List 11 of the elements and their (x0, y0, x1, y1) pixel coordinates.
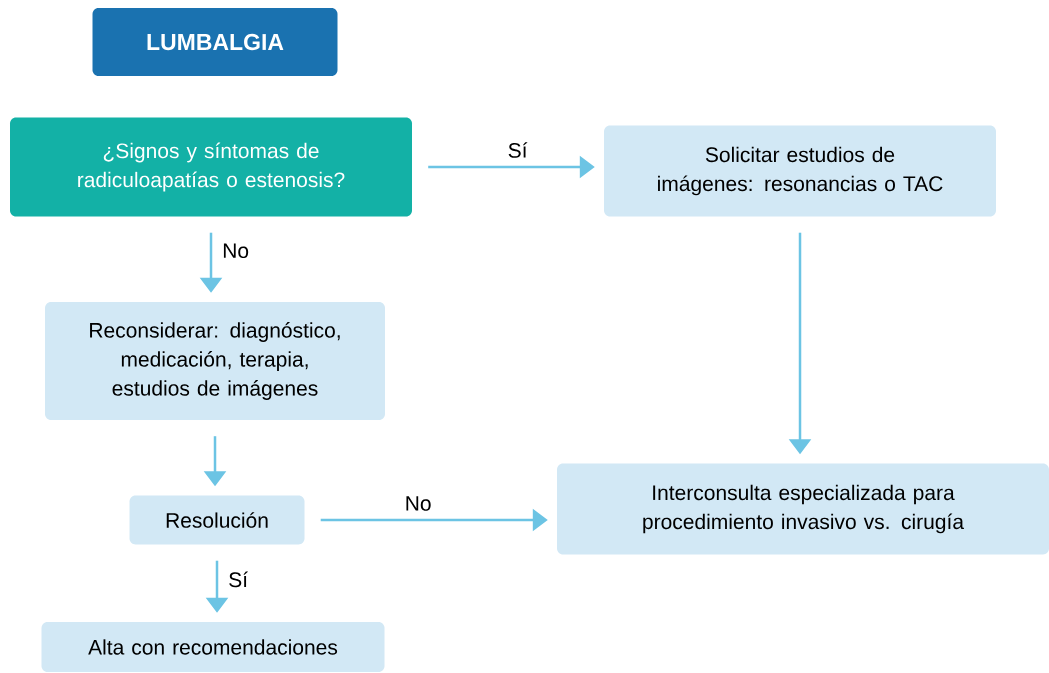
edge-label: No (223, 243, 249, 259)
process-box: Alta con recomendaciones (41, 622, 385, 672)
process-box: Solicitar estudios de imágenes: resonancias o TAC (604, 125, 996, 217)
edge-label: No (406, 496, 431, 511)
process-box: Reconsiderar: diagnóstico, medicación, terapia, estudios de imágenes (45, 302, 385, 420)
process-box: Interconsulta especializada para procedimiento invasivo vs. cirugía (557, 463, 1049, 555)
edge-label: Sí (229, 571, 248, 588)
title-box: LUMBALGIA (92, 8, 338, 76)
process-box: Resolución (129, 495, 305, 545)
edge-label: Sí (508, 142, 528, 158)
decision-box: ¿Signos y síntomas de radiculoapatías o estenosis? (10, 117, 412, 217)
